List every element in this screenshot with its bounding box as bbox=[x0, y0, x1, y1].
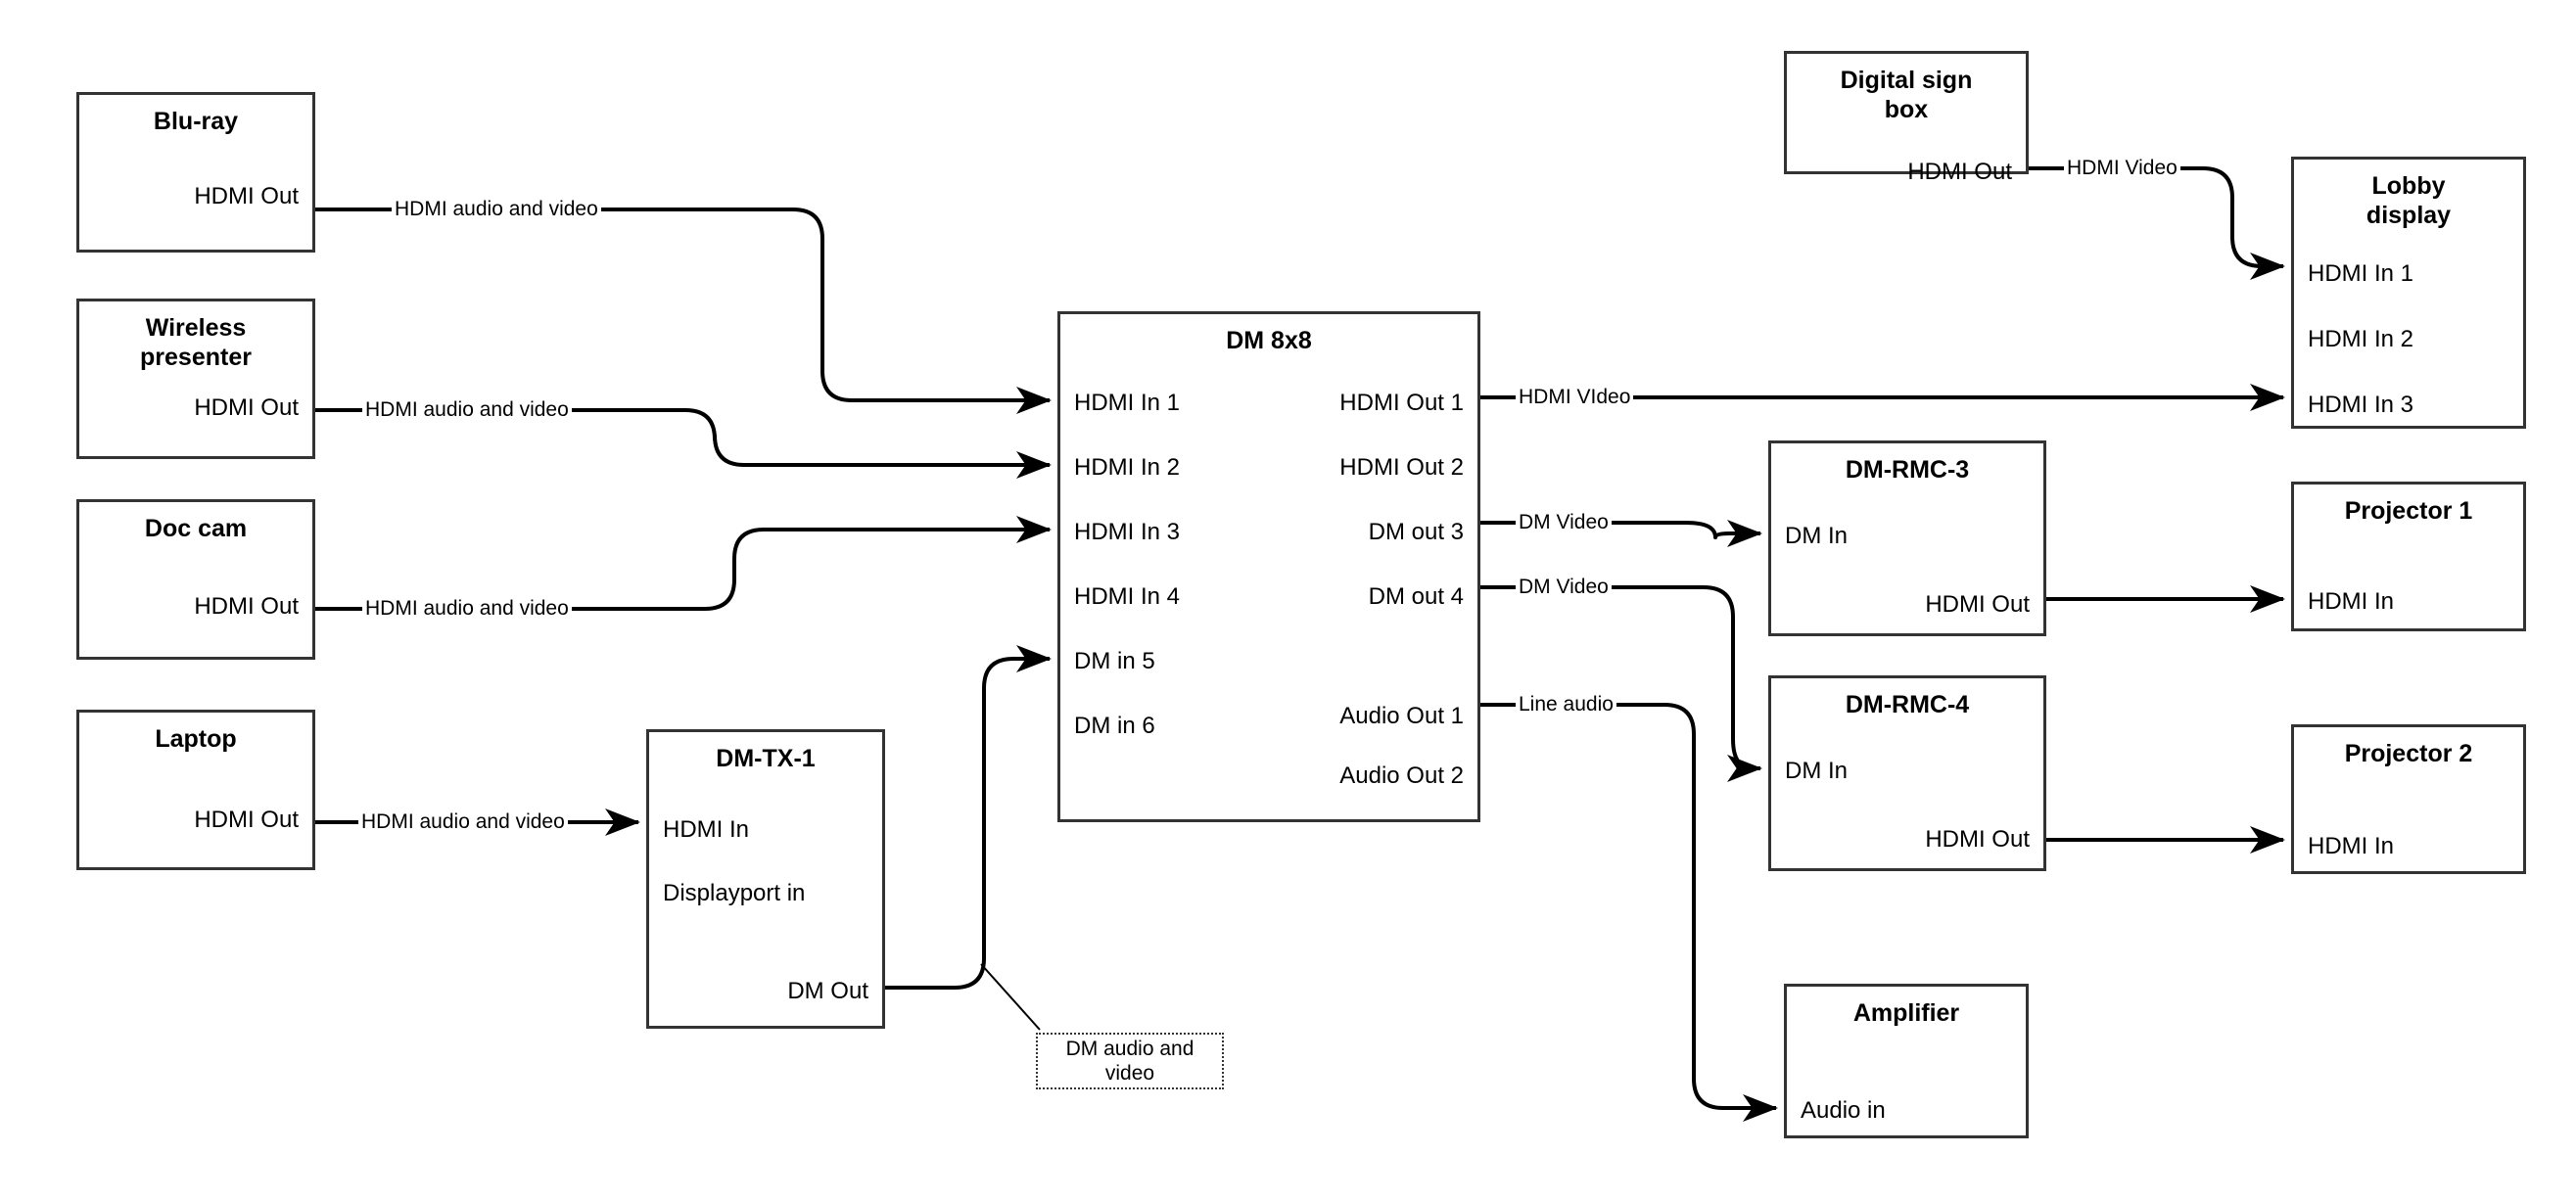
node-title-bluray: Blu-ray bbox=[153, 108, 239, 135]
port-lobby-display-hdmi-in-2[interactable]: HDMI In 2 bbox=[2308, 326, 2414, 352]
wire-label-wireless-to-in2: HDMI audio and video bbox=[362, 398, 572, 422]
wire-label-out4-to-rmc4: DM Video bbox=[1516, 576, 1612, 599]
wire-sign-to-lobby-in1 bbox=[2029, 166, 2285, 280]
wire-label-audio1-to-amp: Line audio bbox=[1516, 693, 1616, 716]
wire-bluray-to-in1 bbox=[315, 208, 1052, 414]
port-dm-rmc-4-dm-in[interactable]: DM In bbox=[1785, 758, 1849, 784]
port-dm-8x8-dm-out-4[interactable]: DM out 4 bbox=[1368, 583, 1464, 610]
node-projector-1[interactable]: Projector 1 HDMI In bbox=[2291, 482, 2526, 631]
port-dm-8x8-dm-out-3[interactable]: DM out 3 bbox=[1368, 519, 1464, 545]
port-projector-1-hdmi-in[interactable]: HDMI In bbox=[2308, 588, 2395, 615]
port-amplifier-audio-in[interactable]: Audio in bbox=[1801, 1097, 1886, 1124]
node-title-dm-rmc-4: DM-RMC-4 bbox=[1845, 691, 1970, 718]
callout-leader-lines bbox=[980, 963, 1041, 1031]
port-dm-rmc-4-hdmi-out[interactable]: HDMI Out bbox=[1925, 826, 2030, 853]
port-lobby-display-hdmi-in-1[interactable]: HDMI In 1 bbox=[2308, 260, 2414, 287]
node-title-doc-cam: Doc cam bbox=[144, 515, 248, 542]
callout-dm-audio-video-callout: DM audio and video bbox=[1036, 1033, 1224, 1089]
node-title-amplifier: Amplifier bbox=[1852, 999, 1960, 1027]
port-bluray-hdmi-out[interactable]: HDMI Out bbox=[194, 183, 299, 209]
callout-leader-dm-audio-video-callout bbox=[980, 963, 1041, 1031]
node-dm-rmc-4[interactable]: DM-RMC-4 DM In HDMI Out bbox=[1768, 675, 2046, 871]
port-dm-8x8-hdmi-in-4[interactable]: HDMI In 4 bbox=[1074, 583, 1181, 610]
wire-label-out1-to-lobby-in3: HDMI VIdeo bbox=[1516, 386, 1634, 409]
node-title-projector-1: Projector 1 bbox=[2344, 497, 2473, 525]
port-lobby-display-hdmi-in-3[interactable]: HDMI In 3 bbox=[2308, 392, 2414, 418]
port-dm-8x8-dm-in-6[interactable]: DM in 6 bbox=[1074, 713, 1155, 739]
port-dm-tx-1-displayport-in[interactable]: Displayport in bbox=[663, 880, 806, 906]
port-dm-8x8-hdmi-in-1[interactable]: HDMI In 1 bbox=[1074, 390, 1181, 416]
node-title-dm-rmc-3: DM-RMC-3 bbox=[1845, 456, 1970, 484]
node-dm-rmc-3[interactable]: DM-RMC-3 DM In HDMI Out bbox=[1768, 440, 2046, 636]
port-dm-tx-1-dm-out[interactable]: DM Out bbox=[787, 978, 868, 1004]
port-digital-sign-box-hdmi-out[interactable]: HDMI Out bbox=[1907, 159, 2012, 185]
port-dm-8x8-hdmi-out-1[interactable]: HDMI Out 1 bbox=[1339, 390, 1464, 416]
node-title-dm-8x8: DM 8x8 bbox=[1226, 327, 1312, 354]
node-title-dm-tx-1: DM-TX-1 bbox=[716, 745, 816, 772]
port-projector-2-hdmi-in[interactable]: HDMI In bbox=[2308, 833, 2395, 859]
port-doc-cam-hdmi-out[interactable]: HDMI Out bbox=[194, 593, 299, 620]
node-title-laptop: Laptop bbox=[155, 725, 237, 753]
port-laptop-hdmi-out[interactable]: HDMI Out bbox=[194, 807, 299, 833]
wire-label-laptop-to-tx: HDMI audio and video bbox=[358, 810, 568, 834]
port-dm-8x8-audio-out-1[interactable]: Audio Out 1 bbox=[1339, 703, 1464, 729]
wire-tx-to-in5 bbox=[885, 645, 1052, 990]
port-dm-8x8-hdmi-out-2[interactable]: HDMI Out 2 bbox=[1339, 454, 1464, 481]
port-dm-8x8-dm-in-5[interactable]: DM in 5 bbox=[1074, 648, 1155, 674]
port-dm-8x8-hdmi-in-3[interactable]: HDMI In 3 bbox=[1074, 519, 1181, 545]
port-dm-rmc-3-dm-in[interactable]: DM In bbox=[1785, 523, 1849, 549]
port-dm-tx-1-hdmi-in[interactable]: HDMI In bbox=[663, 816, 750, 843]
wire-label-out3-to-rmc3: DM Video bbox=[1516, 511, 1612, 534]
wire-label-doccam-to-in3: HDMI audio and video bbox=[362, 597, 572, 621]
port-dm-8x8-audio-out-2[interactable]: Audio Out 2 bbox=[1339, 762, 1464, 789]
node-title-projector-2: Projector 2 bbox=[2344, 740, 2473, 767]
port-wireless-presenter-hdmi-out[interactable]: HDMI Out bbox=[194, 394, 299, 421]
wire-label-bluray-to-in1: HDMI audio and video bbox=[392, 198, 601, 221]
wire-audio1-to-amp bbox=[1480, 703, 1778, 1122]
port-dm-rmc-3-hdmi-out[interactable]: HDMI Out bbox=[1925, 591, 2030, 618]
wire-out4-to-rmc4 bbox=[1480, 585, 1762, 782]
wire-label-sign-to-lobby-in1: HDMI Video bbox=[2064, 157, 2180, 180]
port-dm-8x8-hdmi-in-2[interactable]: HDMI In 2 bbox=[1074, 454, 1181, 481]
node-projector-2[interactable]: Projector 2 HDMI In bbox=[2291, 724, 2526, 874]
